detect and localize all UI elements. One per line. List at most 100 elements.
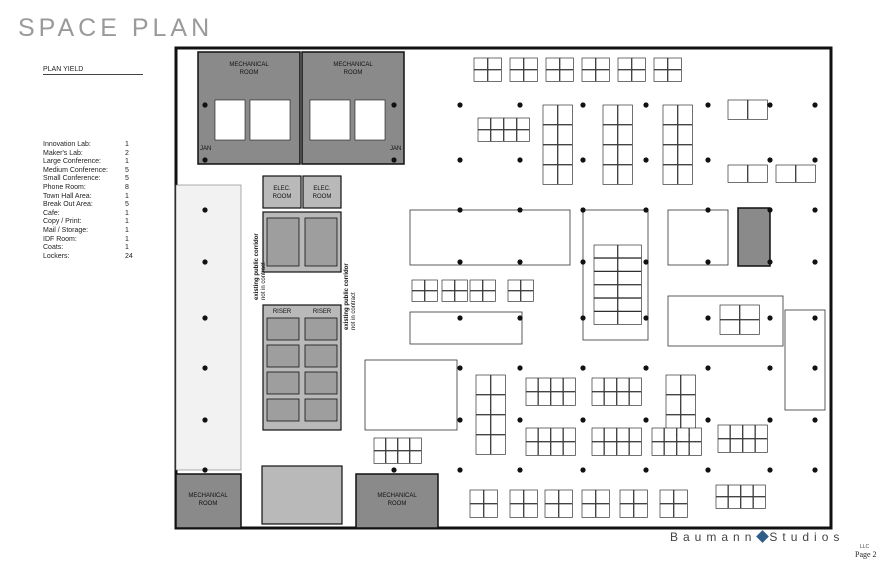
plan-yield-row: Innovation Lab:1 — [43, 141, 133, 150]
interior-rooms — [364, 209, 826, 431]
plan-yield-row: Large Conference:1 — [43, 158, 133, 167]
column-marker — [580, 417, 586, 423]
column-marker — [767, 157, 773, 163]
desk-cluster — [591, 377, 642, 406]
column-marker — [705, 259, 711, 265]
desk-cluster — [775, 164, 816, 183]
plan-yield-count: 5 — [125, 201, 129, 209]
mech-bottom-left-label-2: ROOM — [199, 501, 218, 507]
plan-yield-count: 8 — [125, 183, 129, 191]
corridor-right-label-2: not in contract — [351, 292, 357, 330]
plan-yield-row: Break Out Area: 5 — [43, 201, 133, 210]
column-marker — [812, 315, 818, 321]
plan-yield-label: Copy / Print: — [43, 218, 82, 226]
column-marker — [643, 315, 649, 321]
column-marker — [643, 207, 649, 213]
mech-bottom-right-label: MECHANICAL — [377, 493, 417, 499]
column-marker — [643, 102, 649, 108]
column-marker — [767, 365, 773, 371]
plan-yield-row: Copy / Print:1 — [43, 218, 133, 227]
plan-yield-label: Innovation Lab: — [43, 141, 91, 148]
desk-cluster — [727, 164, 768, 183]
desk-cluster — [469, 489, 498, 518]
desk-cluster — [727, 99, 768, 120]
column-marker — [643, 467, 649, 473]
plan-yield-label: Break Out Area: — [43, 201, 93, 209]
column-marker — [705, 417, 711, 423]
column-marker — [812, 417, 818, 423]
column-marker — [812, 259, 818, 265]
plan-yield-row: Maker's Lab:2 — [43, 150, 133, 159]
column-marker — [812, 365, 818, 371]
desk-cluster — [581, 57, 610, 82]
column-marker — [580, 467, 586, 473]
corridor-left-label-2: not in contract — [261, 262, 267, 300]
plan-yield-heading: PLAN YIELD — [43, 66, 143, 75]
plan-yield-row: Small Conference: 5 — [43, 175, 133, 184]
desk-cluster — [542, 104, 573, 185]
riser-1-label: RISER — [273, 309, 292, 315]
plan-yield-label: Town Hall Area: — [43, 192, 92, 200]
plan-yield-label: Lockers: — [43, 252, 70, 260]
desk-cluster — [602, 104, 633, 185]
desk-cluster — [411, 279, 438, 302]
elec-room-2-label: ELEC. — [313, 186, 331, 192]
desk-cluster — [651, 427, 702, 456]
desk-cluster — [619, 489, 648, 518]
brand-sub: LLC — [860, 544, 870, 550]
elec-room-1-label-2: ROOM — [273, 194, 292, 200]
jan-left-label: JAN — [200, 146, 211, 152]
plan-yield-count: 2 — [125, 149, 129, 157]
mech-top-left-label: MECHANICAL — [229, 62, 269, 68]
column-marker — [580, 365, 586, 371]
column-marker — [517, 102, 523, 108]
elec-room-2 — [302, 175, 342, 209]
desk-cluster — [441, 279, 468, 302]
desk-cluster — [544, 489, 573, 518]
plan-yield-count: 5 — [125, 166, 129, 174]
column-marker — [580, 157, 586, 163]
plan-yield-count: 5 — [125, 175, 129, 183]
desk-cluster — [509, 489, 538, 518]
plan-yield-count: 1 — [125, 244, 129, 252]
desk-cluster — [469, 279, 496, 302]
column-marker — [705, 467, 711, 473]
column-marker — [812, 207, 818, 213]
elevator-cabs — [266, 217, 338, 422]
desk-cluster — [717, 424, 768, 453]
brand-right: Studios — [769, 530, 845, 544]
column-marker — [705, 315, 711, 321]
plan-yield-label: IDF Room: — [43, 235, 77, 243]
plan-yield-row: Mail / Storage:1 — [43, 227, 133, 236]
column-marker — [643, 157, 649, 163]
page-title: SPACE PLAN — [18, 14, 214, 42]
column-marker — [580, 259, 586, 265]
column-marker — [517, 467, 523, 473]
column-marker — [767, 207, 773, 213]
column-marker — [812, 467, 818, 473]
column-marker — [643, 417, 649, 423]
desk-cluster — [715, 484, 766, 509]
column-marker — [202, 207, 208, 213]
plan-yield-row: Coats:1 — [43, 244, 133, 253]
plan-yield-row: Town Hall Area:1 — [43, 193, 133, 202]
desk-cluster — [475, 374, 506, 455]
column-marker — [705, 207, 711, 213]
column-marker — [457, 365, 463, 371]
column-marker — [391, 467, 397, 473]
column-marker — [767, 467, 773, 473]
desk-cluster — [473, 57, 502, 82]
adjacent-area — [175, 184, 242, 471]
mechanical-room-top-right — [301, 51, 405, 165]
jan-right-label: JAN — [390, 146, 401, 152]
mech-bottom-left-label: MECHANICAL — [188, 493, 228, 499]
plan-yield-label: Phone Room: — [43, 183, 86, 191]
column-marker — [517, 417, 523, 423]
column-marker — [517, 207, 523, 213]
desk-cluster — [593, 244, 642, 325]
desk-cluster — [662, 104, 693, 185]
plan-yield-label: Small Conference: — [43, 175, 101, 183]
